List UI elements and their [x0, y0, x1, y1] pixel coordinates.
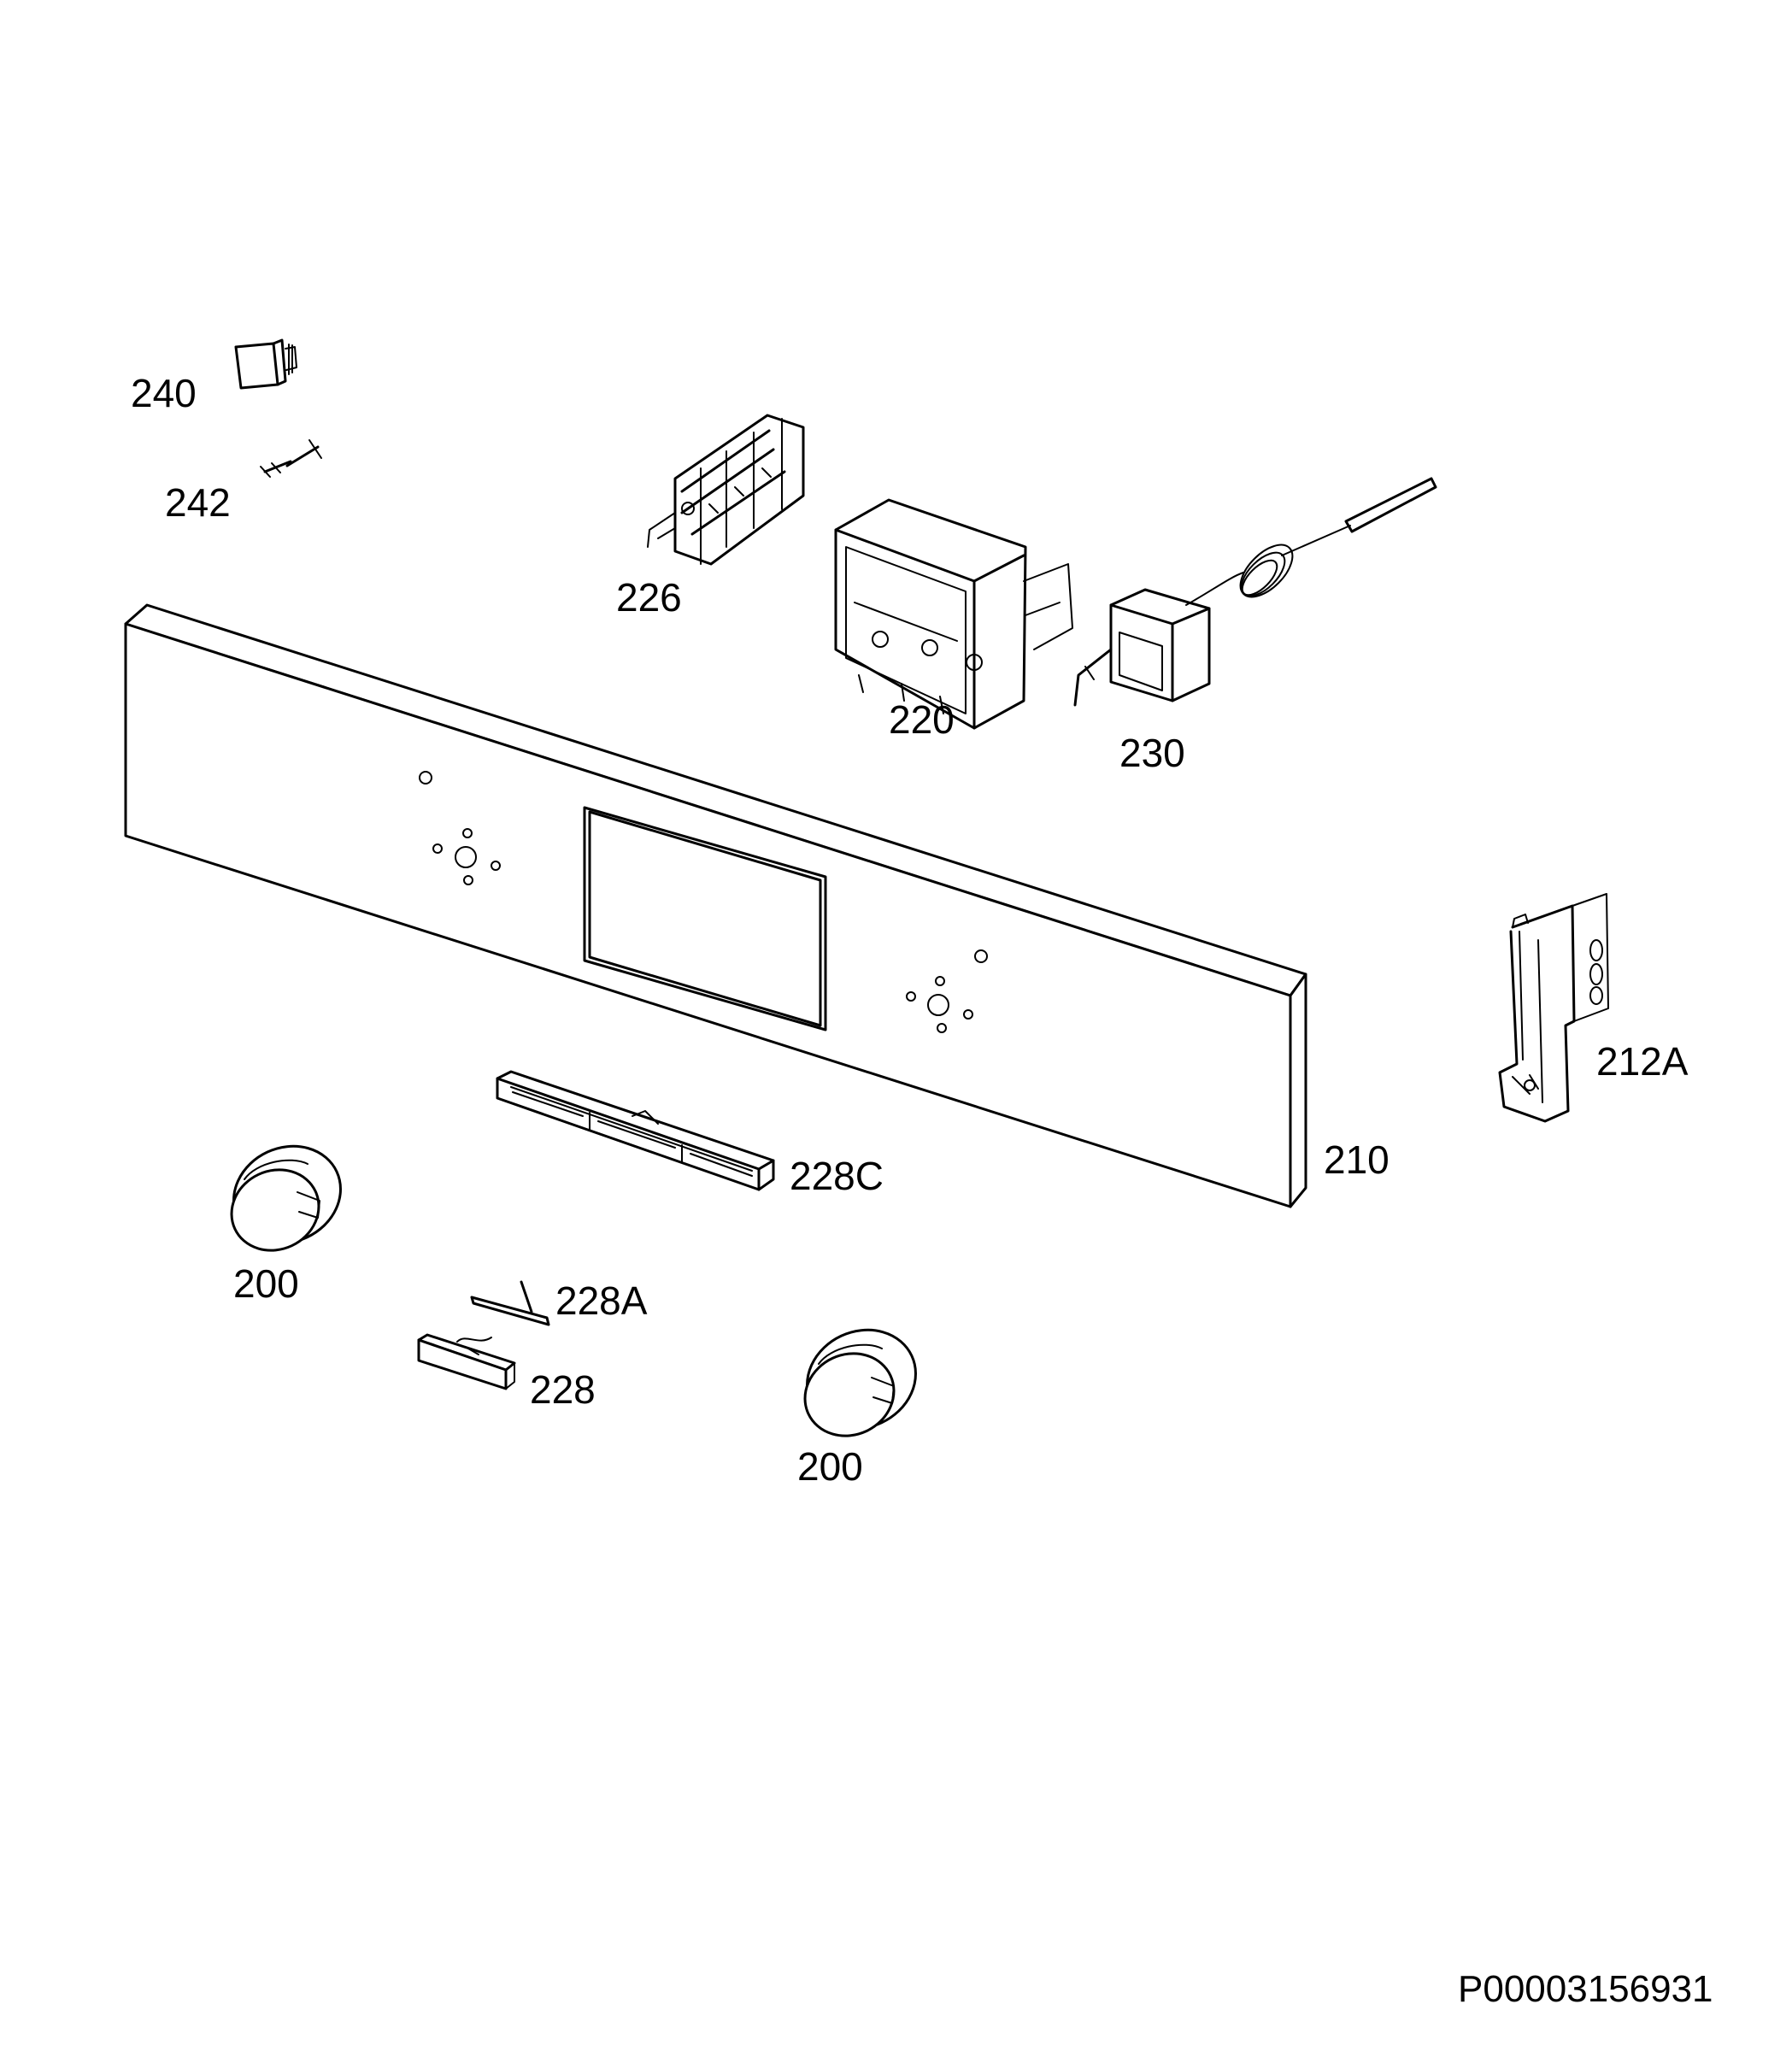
label-242: 242	[165, 480, 231, 525]
label-212a: 212A	[1596, 1039, 1689, 1084]
label-230: 230	[1119, 731, 1185, 775]
label-228c: 228C	[790, 1154, 884, 1198]
label-210: 210	[1324, 1137, 1390, 1182]
part-230-thermostat	[1073, 477, 1437, 707]
part-200-knob-left	[230, 1144, 342, 1252]
part-226-selector-switch	[647, 414, 805, 566]
label-240: 240	[131, 371, 197, 415]
part-228-light-element	[417, 1333, 516, 1390]
label-228: 228	[530, 1367, 596, 1412]
reference-code: P00003156931	[1458, 1968, 1713, 2010]
label-228a: 228A	[555, 1278, 648, 1323]
part-220-display-module	[834, 498, 1073, 730]
part-210-control-panel	[124, 603, 1307, 1208]
part-242-terminal-clip	[260, 439, 322, 478]
label-200-left: 200	[233, 1261, 299, 1306]
label-226: 226	[616, 575, 682, 620]
label-220: 220	[889, 697, 955, 742]
part-228a-light-rod	[470, 1280, 550, 1326]
part-200-knob-right	[803, 1328, 917, 1437]
part-228c-light-strip-housing	[496, 1070, 775, 1191]
part-240-indicator-lamp	[234, 338, 297, 390]
part-212a-mounting-bracket	[1498, 893, 1609, 1123]
label-200-right: 200	[797, 1444, 863, 1489]
